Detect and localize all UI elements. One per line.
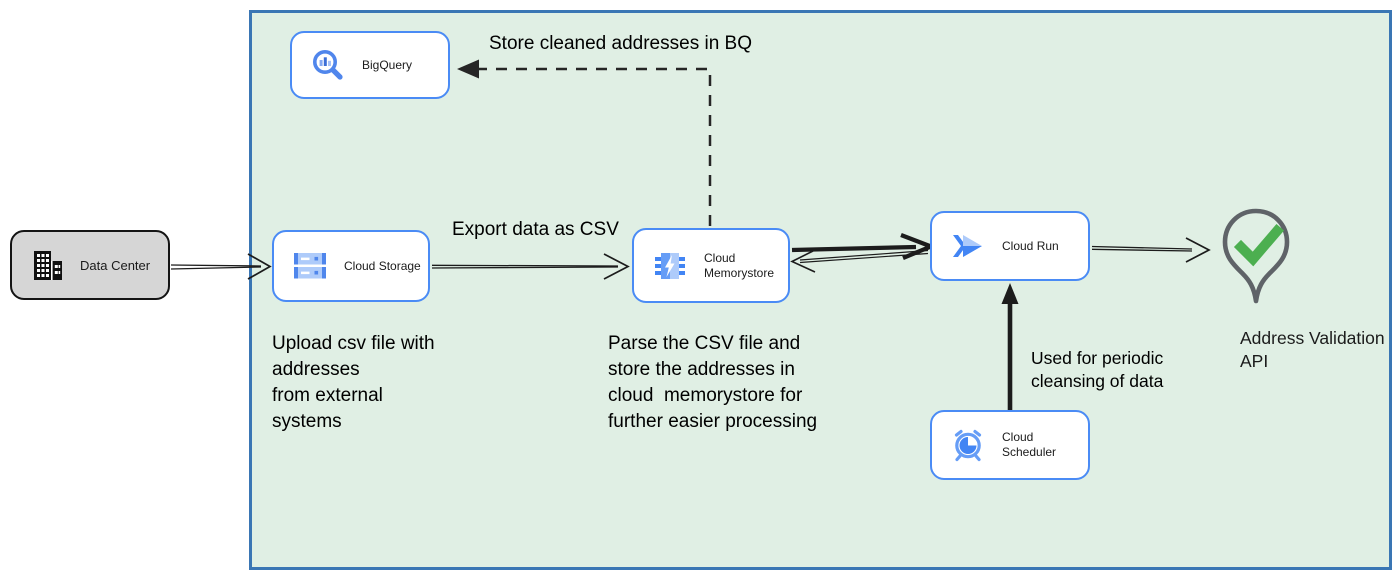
- node-label: Cloud Scheduler: [1002, 430, 1057, 459]
- bigquery-icon: [310, 47, 346, 83]
- node-cloud-run[interactable]: Cloud Run: [930, 211, 1090, 281]
- data-center-icon: [30, 248, 64, 282]
- node-cloud-memorystore[interactable]: Cloud Memorystore: [632, 228, 790, 303]
- node-bigquery[interactable]: BigQuery: [290, 31, 450, 99]
- node-label: Cloud Storage: [344, 258, 421, 273]
- node-label: Data Center: [80, 257, 151, 273]
- node-cloud-scheduler[interactable]: Cloud Scheduler: [930, 410, 1090, 480]
- address-validation-pin[interactable]: [1220, 207, 1292, 309]
- node-label: BigQuery: [362, 57, 413, 72]
- edge-label-store-cleaned: Store cleaned addresses in BQ: [489, 33, 752, 54]
- node-data-center[interactable]: Data Center: [10, 230, 170, 300]
- edge-label-periodic-cleansing: Used for periodic cleansing of data: [1031, 348, 1164, 391]
- upload-note: Upload csv file with addresses from exte…: [272, 333, 435, 432]
- node-label: Cloud Run: [1002, 238, 1059, 253]
- node-label: Cloud Memorystore: [704, 250, 775, 280]
- map-pin-check-icon: [1220, 207, 1292, 309]
- cloud-storage-icon: [292, 250, 328, 282]
- address-validation-label: Address Validation API: [1240, 328, 1385, 371]
- gcp-container[interactable]: [249, 10, 1392, 570]
- parse-note: Parse the CSV file and store the address…: [608, 333, 818, 432]
- edge-label-export-csv: Export data as CSV: [452, 219, 619, 240]
- cloud-run-icon: [950, 231, 986, 261]
- cloud-memorystore-icon: [652, 248, 688, 284]
- cloud-scheduler-icon: [950, 427, 986, 463]
- node-cloud-storage[interactable]: Cloud Storage: [272, 230, 430, 302]
